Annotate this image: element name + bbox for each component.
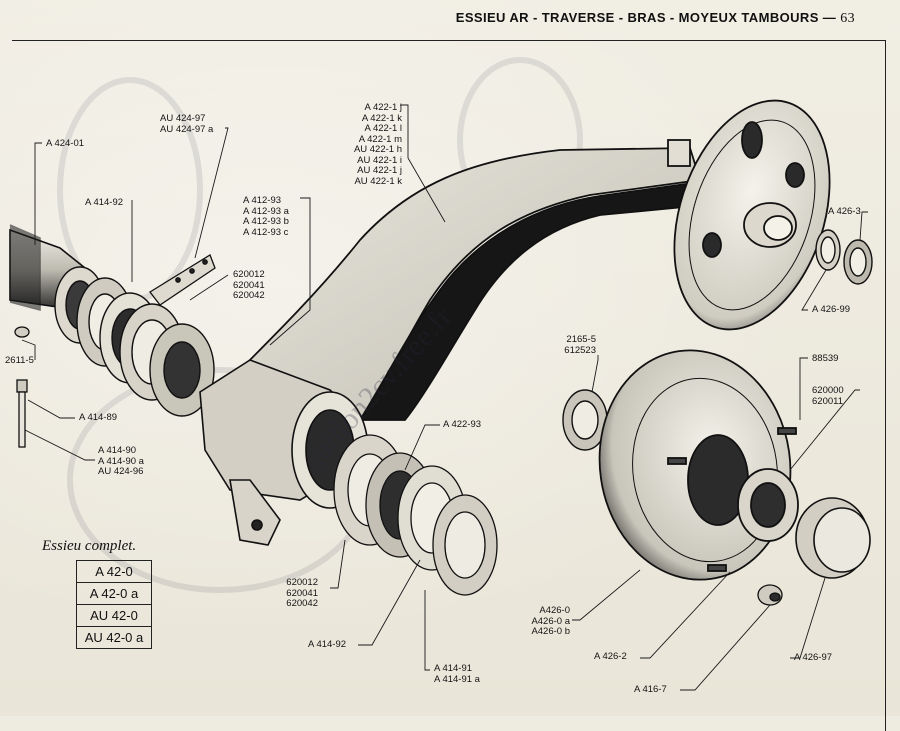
brake-drum (598, 349, 799, 581)
page-header: ESSIEU AR - TRAVERSE - BRAS - MOYEUX TAM… (456, 10, 855, 27)
seal-rings-right (815, 229, 873, 285)
bearing-stack-left (54, 266, 215, 417)
label-2165-5: 2165-5 612523 (564, 334, 596, 356)
label-620000: 620000 620011 (812, 385, 844, 407)
bearing-stack-right (333, 434, 498, 596)
label-a412-93: A 412-93 A 412-93 a A 412-93 b A 412-93 … (243, 195, 289, 238)
variant-cell: AU 42-0 (77, 605, 151, 627)
oil-seal (562, 389, 608, 451)
label-a426-0: A426-0 A426-0 a A426-0 b (531, 605, 570, 637)
header-title: ESSIEU AR - TRAVERSE - BRAS - MOYEUX TAM… (455, 10, 837, 25)
label-a414-89: A 414-89 (79, 412, 118, 423)
label-a422-93: A 422-93 (443, 419, 482, 430)
label-a424-01: A 424-01 (46, 138, 85, 149)
mounting-bracket (149, 254, 216, 306)
hub-cap (795, 497, 871, 579)
label-a416-7: A 416-7 (634, 684, 667, 695)
leader-lines (21, 104, 868, 691)
exploded-axle-drawing (9, 57, 873, 691)
variant-cell: A 42-0 a (77, 583, 151, 605)
label-620012-top: 620012 620041 620042 (233, 269, 265, 301)
label-2611-5: 2611-5 (5, 355, 34, 366)
label-620012-bottom: 620012 620041 620042 (286, 577, 318, 609)
essieu-variant-table: A 42-0 A 42-0 a AU 42-0 AU 42-0 a (76, 560, 152, 649)
essieu-complet-title: Essieu complet. (42, 538, 137, 554)
label-a414-91: A 414-91 A 414-91 a (434, 663, 480, 685)
page-frame (12, 40, 886, 731)
bolt (14, 326, 30, 448)
label-a426-97: A 426-97 (794, 652, 833, 663)
variant-cell: AU 42-0 a (84, 630, 144, 645)
variant-cell: A 42-0 (77, 561, 151, 583)
label-a426-3: A 426-3 (828, 206, 861, 217)
label-a414-92-top: A 414-92 (85, 197, 124, 208)
label-a414-92-bottom: A 414-92 (308, 639, 347, 650)
label-a426-2: A 426-2 (594, 651, 627, 662)
label-a426-99: A 426-99 (812, 304, 851, 315)
label-88539: 88539 (812, 353, 839, 364)
label-a414-90: A 414-90 A 414-90 a AU 424-96 (98, 445, 144, 477)
label-a422-1: A 422-1 j A 422-1 k A 422-1 l A 422-1 m … (353, 102, 402, 187)
page-number: 63 (840, 11, 855, 26)
label-au424-97: AU 424-97 AU 424-97 a (160, 113, 214, 135)
grease-nipple (757, 584, 783, 606)
